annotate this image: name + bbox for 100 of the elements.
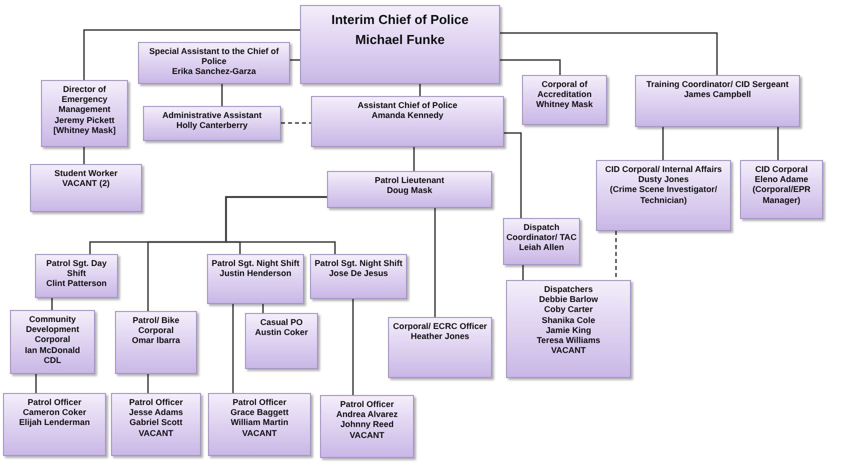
person-name: Ian McDonald (24, 344, 80, 355)
position-box (300, 5, 500, 84)
position-box (143, 106, 281, 141)
position-box (740, 160, 823, 219)
position-box (138, 42, 290, 84)
person-name: (Crime Scene Investigator/ Technician) (608, 184, 718, 205)
person-name: Holly Canterberry (176, 120, 248, 130)
dashed-connector (615, 231, 617, 280)
person-name: [Whitney Mask] (53, 124, 116, 135)
role-title: CID Corporal (755, 164, 808, 174)
person-name: Amanda Kennedy (372, 110, 444, 120)
person-name: Whitney Mask (536, 99, 593, 110)
position-box (30, 164, 142, 212)
person-name: Grace Baggett (230, 407, 289, 418)
connector-line (504, 132, 522, 218)
role-title: Administrative Assistant (162, 110, 262, 120)
person-name: Dusty Jones (638, 174, 689, 184)
role-title: Patrol Lieutenant (374, 175, 444, 186)
role-title: Corporal of Accreditation (536, 79, 593, 100)
position-box (320, 395, 414, 458)
role-title: Special Assistant to the Chief of Police (148, 46, 280, 66)
role-title: Patrol/ Bike Corporal (132, 315, 180, 336)
role-title: CID Corporal/ Internal Affairs (605, 164, 722, 174)
role-title: Casual PO (260, 317, 303, 328)
position-box (115, 311, 197, 374)
person-name: Jesse Adams (128, 407, 184, 418)
role-title: Interim Chief of Police (331, 12, 469, 29)
person-name: Omar Ibarra (132, 335, 180, 346)
person-name: Doug Mask (386, 185, 432, 196)
person-name: Erika Sanchez-Garza (172, 66, 256, 77)
connector-line (434, 208, 436, 317)
person-name: William Martin (230, 417, 288, 428)
person-name: Elijah Lenderman (19, 417, 90, 428)
position-box (245, 313, 318, 369)
position-box (41, 80, 128, 147)
position-box (10, 310, 95, 374)
person-name: Leiah Allen (518, 242, 564, 253)
person-name: CDL (44, 354, 62, 365)
role-title: Patrol Sgt. Day Shift (45, 258, 108, 278)
position-box (311, 96, 504, 147)
connector-line (500, 59, 561, 75)
person-name: VACANT (551, 345, 586, 356)
connector-line (413, 147, 415, 171)
person-name: Clint Patterson (46, 278, 107, 289)
role-title: Corporal/ ECRC Officer (393, 321, 487, 332)
role-title: Patrol Officer (129, 397, 183, 408)
role-title: Dispatchers (544, 284, 593, 294)
connector-line (419, 84, 421, 96)
connector-line (83, 29, 300, 80)
position-box (327, 171, 492, 208)
person-name: Johnny Reed (340, 419, 394, 430)
connector-line (221, 84, 223, 106)
position-box (635, 75, 800, 127)
position-box (310, 254, 407, 299)
person-name: Jeremy Pickett (54, 114, 114, 125)
connector-line (147, 374, 149, 393)
person-name: VACANT (350, 430, 384, 440)
connector-line (662, 127, 664, 160)
role-title: Patrol Officer (28, 397, 82, 408)
connector-line (290, 59, 300, 61)
person-name: Austin Coker (255, 327, 308, 338)
person-name: Gabriel Scott (130, 417, 182, 428)
connector-line (262, 304, 264, 313)
connector-line (51, 298, 53, 310)
person-name: Coby Carter (544, 304, 593, 315)
role-title: Student Worker (54, 168, 118, 178)
position-box (35, 254, 118, 298)
person-name: (Corporal/EPR Manager) (751, 184, 812, 205)
person-name: Teresa Williams (536, 334, 600, 346)
position-box (522, 75, 607, 125)
person-name: Andrea Alvarez (336, 409, 398, 420)
person-name: Heather Jones (410, 331, 470, 342)
person-name: Shanika Cole (542, 314, 596, 325)
role-title: Patrol Sgt. Night Shift (314, 258, 402, 268)
role-title: Assistant Chief of Police (358, 100, 458, 110)
person-name: VACANT (138, 428, 174, 438)
person-name: Michael Funke (355, 32, 445, 49)
person-name: Debbie Barlow (538, 294, 598, 304)
connector-line (83, 147, 85, 164)
position-box (506, 280, 631, 378)
person-name: Jose De Jesus (328, 268, 388, 278)
person-name: James Campbell (684, 89, 752, 100)
position-box (503, 218, 580, 265)
role-title: Director of Emergency Management (58, 84, 112, 115)
role-title: Training Coordinator/ CID Sergeant (646, 79, 789, 90)
person-name: Eleno Adame (754, 174, 808, 184)
connector-line (522, 265, 524, 280)
position-box (207, 254, 304, 304)
connector-line (232, 304, 234, 393)
connector-line (35, 374, 37, 393)
person-name: Jamie King (546, 324, 592, 335)
role-title: Patrol Officer (232, 397, 286, 408)
position-box (388, 317, 492, 378)
role-title: Patrol Sgt. Night Shift (212, 258, 300, 268)
position-box (596, 160, 731, 231)
position-box (111, 393, 201, 456)
position-box (3, 393, 106, 456)
position-box (208, 393, 311, 456)
connector-line (777, 127, 779, 160)
role-title: Community Development Corporal (24, 314, 80, 345)
